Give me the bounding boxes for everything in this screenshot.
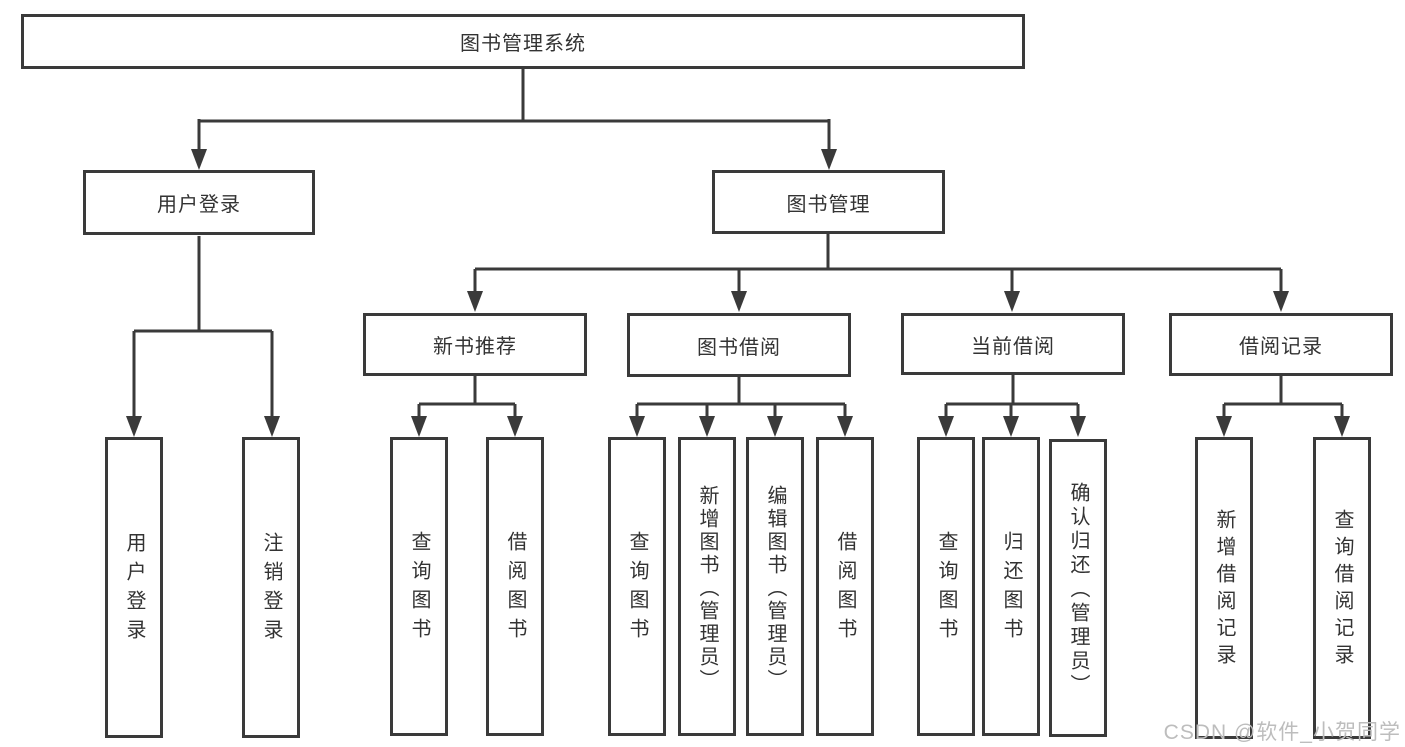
leaf-user-login: 用户登录 xyxy=(105,437,163,738)
arrowhead xyxy=(507,416,523,437)
node-book-management: 图书管理 xyxy=(712,170,945,234)
leaf-query-borrow-record: 查询借阅记录 xyxy=(1313,437,1371,739)
node-root-system: 图书管理系统 xyxy=(21,14,1025,69)
node-current-borrow: 当前借阅 xyxy=(901,313,1125,375)
arrowhead xyxy=(1273,291,1289,312)
node-borrow-records: 借阅记录 xyxy=(1169,313,1393,376)
leaf-query-books-recommend: 查询图书 xyxy=(390,437,448,736)
node-user-login: 用户登录 xyxy=(83,170,315,235)
leaf-return-books: 归还图书 xyxy=(982,437,1040,736)
leaf-query-books-current: 查询图书 xyxy=(917,437,975,736)
arrowhead xyxy=(1004,291,1020,312)
node-new-book-recommend: 新书推荐 xyxy=(363,313,587,376)
arrowhead xyxy=(126,416,142,437)
arrowhead xyxy=(1003,416,1019,437)
node-book-borrow: 图书借阅 xyxy=(627,313,851,377)
leaf-borrow-books: 借阅图书 xyxy=(816,437,874,736)
arrowhead xyxy=(264,416,280,437)
watermark-text: CSDN @软件_小贺同学 xyxy=(1163,721,1401,744)
arrowhead xyxy=(837,416,853,437)
arrowhead xyxy=(1070,416,1086,437)
leaf-borrow-books-recommend: 借阅图书 xyxy=(486,437,544,736)
leaf-add-books-admin: 新增图书（管理员） xyxy=(678,437,736,736)
arrowhead xyxy=(1334,416,1350,437)
leaf-logout: 注销登录 xyxy=(242,437,300,738)
leaf-query-books-borrow: 查询图书 xyxy=(608,437,666,736)
arrowhead xyxy=(467,291,483,312)
arrowhead xyxy=(767,416,783,437)
leaf-edit-books-admin: 编辑图书（管理员） xyxy=(746,437,804,736)
arrowhead xyxy=(191,149,207,170)
arrowhead xyxy=(731,291,747,312)
leaf-confirm-return-admin: 确认归还（管理员） xyxy=(1049,439,1107,737)
arrowhead xyxy=(938,416,954,437)
arrowhead xyxy=(1216,416,1232,437)
leaf-add-borrow-record: 新增借阅记录 xyxy=(1195,437,1253,739)
arrowhead xyxy=(411,416,427,437)
arrowhead xyxy=(821,149,837,170)
arrowhead xyxy=(629,416,645,437)
arrowhead xyxy=(699,416,715,437)
